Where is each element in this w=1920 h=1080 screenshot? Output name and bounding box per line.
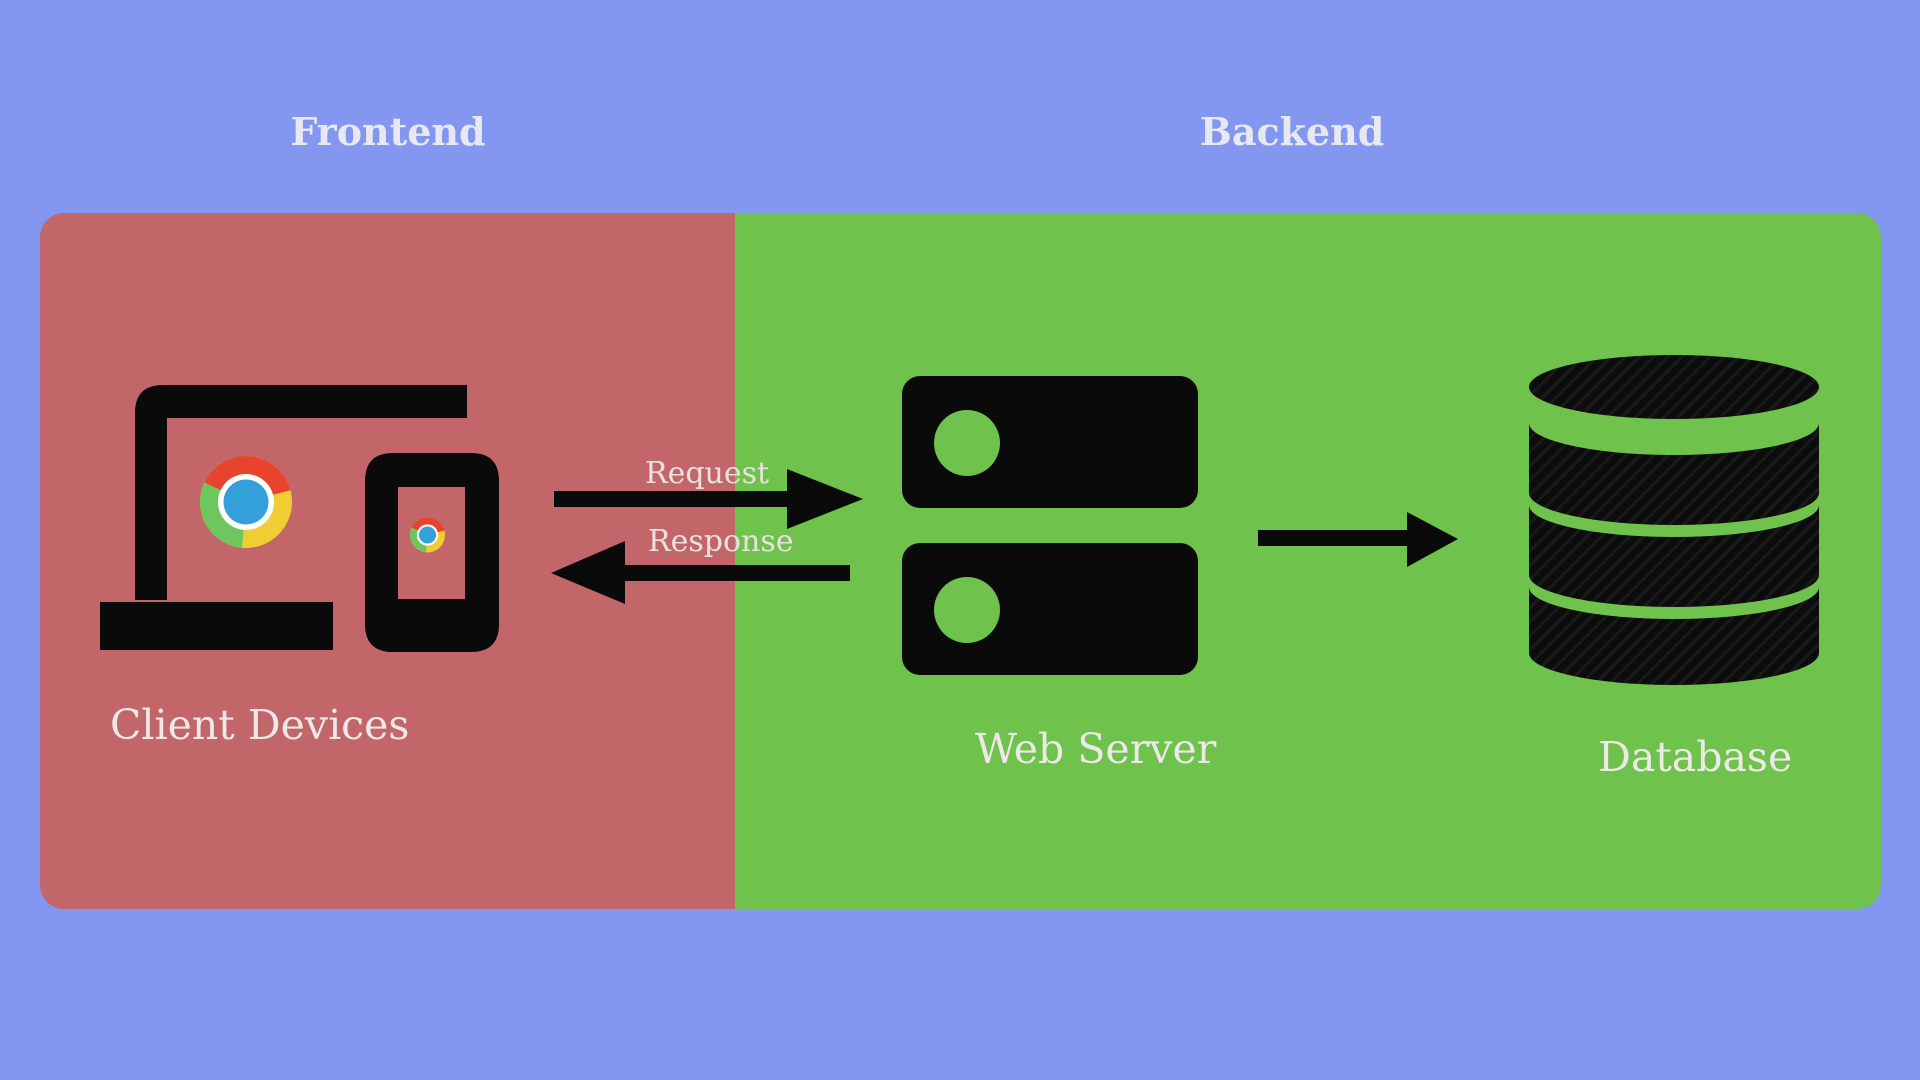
database-band — [1529, 505, 1819, 607]
database-label: Database — [1598, 733, 1793, 781]
request-flow-label: Request — [645, 456, 770, 491]
response-flow-label: Response — [648, 524, 794, 559]
database-top-disk — [1529, 355, 1819, 419]
request-arrow — [554, 469, 863, 529]
response-arrow — [551, 541, 850, 604]
database-band — [1529, 587, 1819, 685]
backend-section-title: Backend — [1199, 109, 1385, 154]
chrome-browser-logo — [200, 456, 292, 548]
chrome-browser-logo-small — [410, 517, 445, 553]
web-server-icon — [902, 376, 1198, 675]
server-led-dot — [934, 410, 1000, 476]
web-server-label: Web Server — [975, 725, 1217, 773]
server-unit-bottom — [902, 543, 1198, 675]
frontend-section-title: Frontend — [290, 109, 486, 154]
client-devices-label: Client Devices — [110, 701, 410, 749]
server-unit-top — [902, 376, 1198, 508]
database-band — [1529, 423, 1819, 525]
server-led-dot — [934, 577, 1000, 643]
server-to-database-arrow — [1258, 512, 1458, 567]
database-icon — [1529, 355, 1819, 685]
laptop-icon — [100, 385, 467, 650]
smartphone-icon — [365, 453, 499, 652]
client-devices-icon — [100, 385, 499, 652]
